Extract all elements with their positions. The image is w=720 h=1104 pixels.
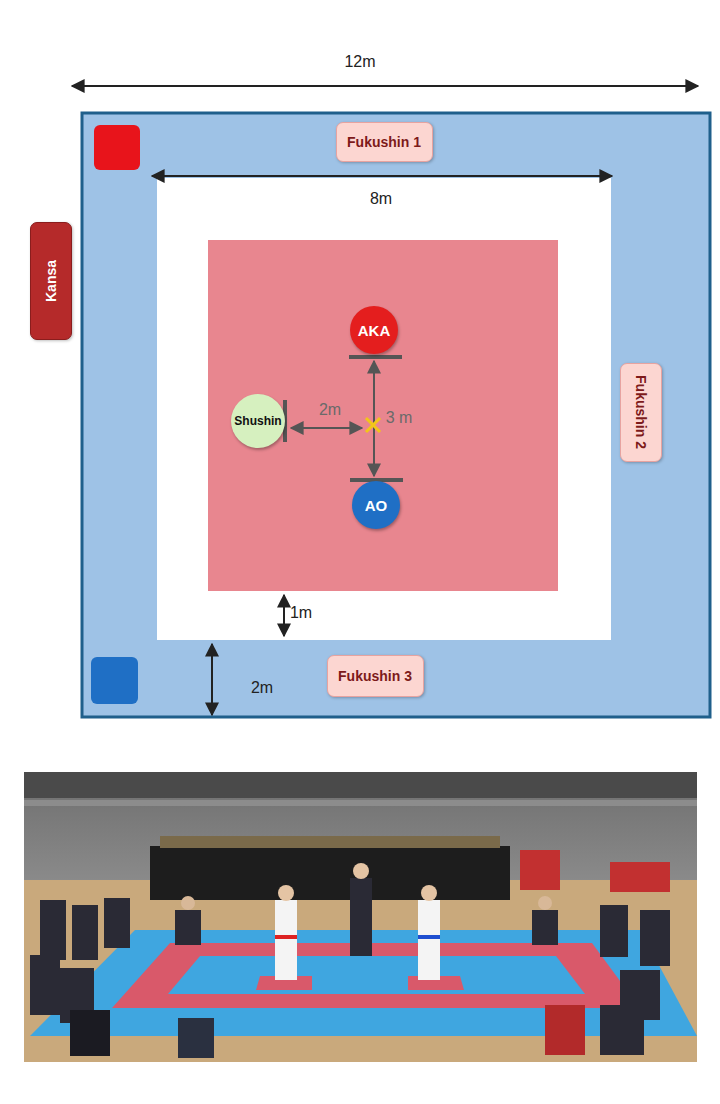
dimension-label: 3 m bbox=[386, 409, 413, 427]
competition-area bbox=[157, 178, 611, 640]
referee-circle: Shushin bbox=[231, 394, 285, 448]
inner-width-dimension bbox=[152, 175, 612, 177]
dimension-label: 12m bbox=[344, 53, 375, 71]
photo-referee bbox=[350, 878, 372, 956]
distance-arrow bbox=[291, 427, 362, 429]
photo-head bbox=[421, 885, 437, 901]
photo-mat-inner bbox=[168, 956, 585, 994]
fighting-area bbox=[208, 240, 558, 591]
photo-belt bbox=[418, 935, 440, 939]
width-dimension bbox=[72, 85, 698, 87]
center-mark-stroke bbox=[366, 418, 380, 432]
competitor-circle: AO bbox=[352, 481, 400, 529]
box-label: Fukushin 3 bbox=[338, 668, 412, 684]
dimension-label: 1m bbox=[290, 604, 312, 622]
photo-judge bbox=[532, 910, 558, 945]
box-label: Fukushin 1 bbox=[347, 134, 421, 150]
margin-dimension bbox=[283, 595, 285, 636]
photo-head bbox=[181, 896, 195, 910]
competitor-circle: AKA bbox=[350, 306, 398, 354]
dimension-label: 8m bbox=[370, 190, 392, 208]
center-mark-stroke bbox=[366, 418, 380, 432]
aka-marker bbox=[94, 125, 140, 170]
photo-belt bbox=[275, 935, 297, 939]
photo-head bbox=[538, 896, 552, 910]
photo-head bbox=[353, 863, 369, 879]
photo-judge bbox=[70, 1010, 110, 1056]
photo-spectators bbox=[30, 878, 670, 1023]
photo-trophies bbox=[160, 836, 500, 848]
photo-karateka bbox=[275, 900, 297, 980]
photo-mat-red bbox=[112, 943, 640, 1008]
photo-person bbox=[640, 910, 670, 966]
aka-line bbox=[349, 355, 402, 359]
photo-judge bbox=[545, 1005, 585, 1055]
center-mark bbox=[366, 418, 380, 432]
photo-ceiling bbox=[24, 772, 697, 798]
circle-label: AKA bbox=[358, 322, 391, 339]
judge-box: Fukushin 2 bbox=[620, 363, 662, 462]
photo-karateka bbox=[418, 900, 440, 980]
circle-label: Shushin bbox=[234, 414, 281, 428]
supervisor-box: Kansa bbox=[30, 222, 72, 340]
dimension-label: 2m bbox=[319, 401, 341, 419]
ao-marker bbox=[91, 657, 138, 704]
photo-chairs bbox=[610, 862, 670, 892]
photo-head bbox=[278, 885, 294, 901]
photo-person bbox=[600, 905, 628, 957]
competition-photo bbox=[24, 772, 697, 1062]
photo-beam bbox=[24, 800, 697, 806]
safety-area bbox=[82, 113, 710, 717]
photo-person bbox=[104, 898, 130, 948]
photo-judge bbox=[600, 1005, 644, 1055]
judge-box: Fukushin 3 bbox=[327, 655, 424, 697]
photo-judge bbox=[178, 1018, 214, 1058]
photo-chairs bbox=[520, 850, 560, 890]
dimension-label: 2m bbox=[251, 679, 273, 697]
judge-box: Fukushin 1 bbox=[336, 122, 433, 162]
box-label: Fukushin 2 bbox=[633, 375, 649, 449]
photo-person bbox=[30, 955, 60, 1015]
photo-table bbox=[150, 846, 510, 900]
photo-person bbox=[40, 900, 66, 960]
margin-dimension bbox=[211, 644, 213, 715]
photo-judge bbox=[175, 910, 201, 945]
distance-arrow bbox=[373, 361, 375, 476]
box-label: Kansa bbox=[43, 260, 59, 302]
photo-person bbox=[72, 905, 98, 960]
photo-wall bbox=[24, 772, 697, 1062]
circle-label: AO bbox=[365, 497, 388, 514]
